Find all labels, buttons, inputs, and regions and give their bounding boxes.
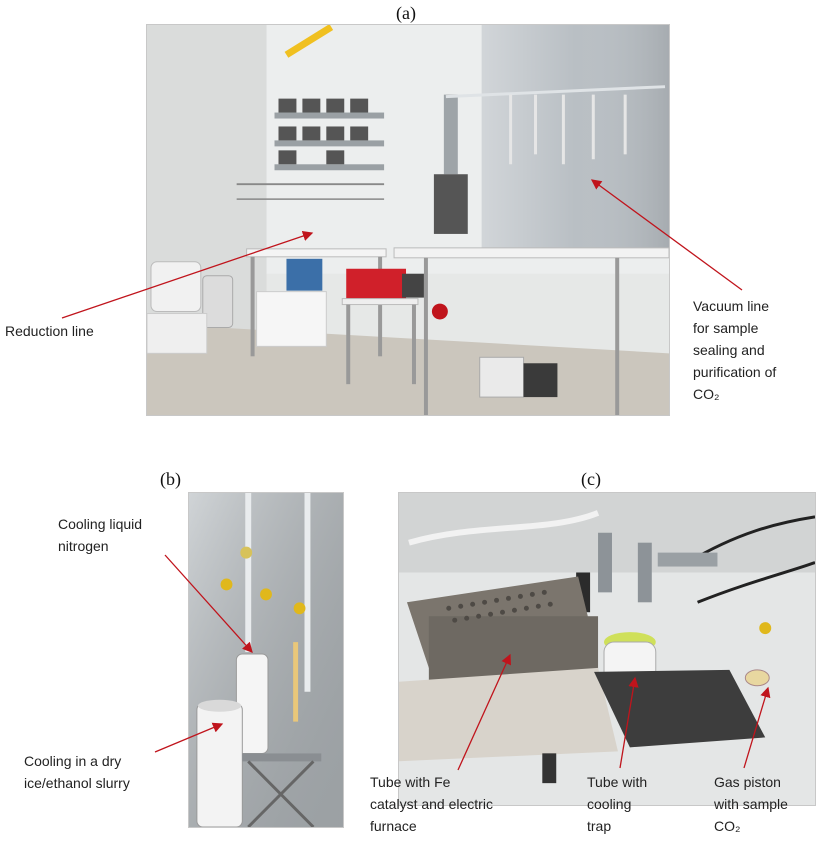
caption-vacuum-line: Vacuum line for sample sealing and purif… (693, 298, 777, 402)
caption-cooling-liquid-nitrogen: Cooling liquid nitrogen (58, 516, 143, 554)
caption-reduction-line: Reduction line (5, 323, 94, 339)
caption-gas-piston: Gas piston with sample CO₂ (714, 774, 788, 834)
panel-label-c: (c) (581, 469, 601, 489)
caption-tube-fe-catalyst: Tube with Fe catalyst and electric furna… (370, 774, 493, 834)
photo-b-cooling (188, 492, 344, 828)
photo-a-laboratory (146, 24, 670, 416)
caption-tube-cooling-trap: Tube with cooling trap (587, 774, 648, 834)
photo-c-furnace-setup (398, 492, 816, 806)
caption-cooling-dry-ice: Cooling in a dry ice/ethanol slurry (24, 753, 130, 791)
panel-label-a: (a) (396, 3, 416, 23)
panel-label-b: (b) (160, 469, 181, 489)
